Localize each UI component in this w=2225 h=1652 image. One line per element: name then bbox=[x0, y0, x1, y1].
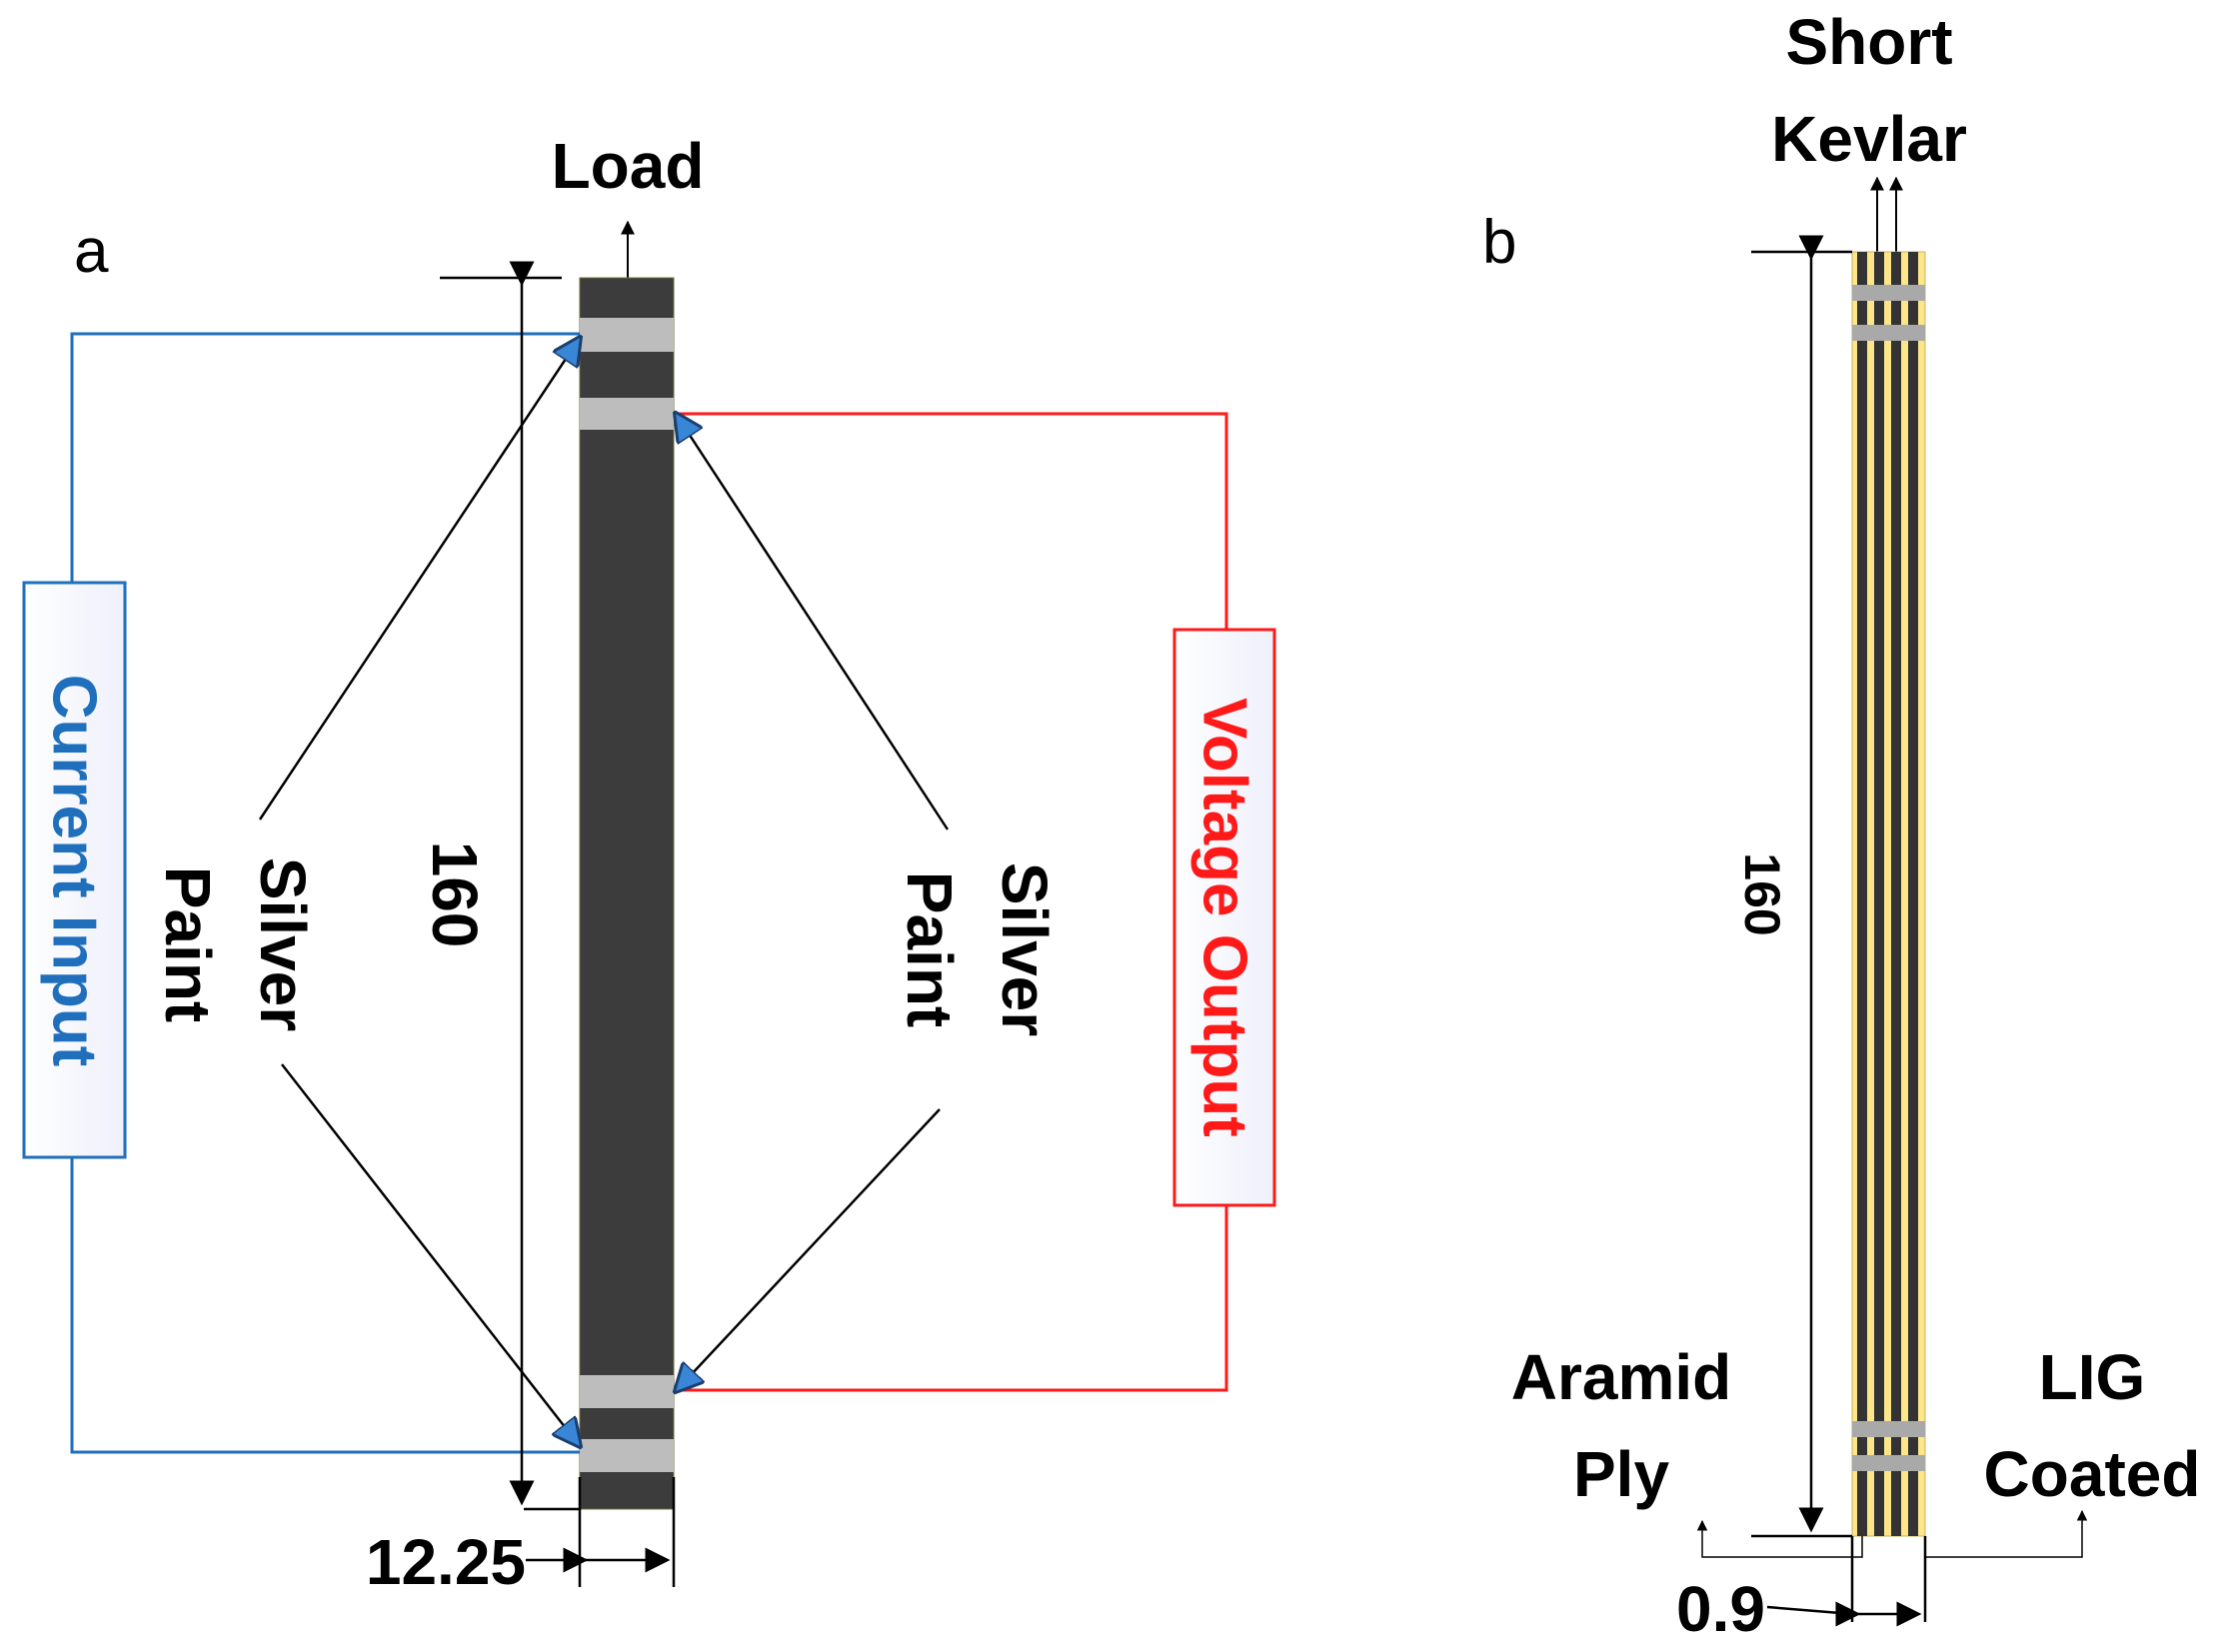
laminate-layer-2 bbox=[1874, 252, 1884, 1536]
aramid-leader bbox=[1696, 1519, 1863, 1558]
pointer-right-bottom bbox=[676, 1108, 941, 1391]
silver-band-top-2 bbox=[580, 398, 674, 430]
silver-band-bottom-1 bbox=[580, 1375, 674, 1408]
length-dim-label: 160 bbox=[419, 841, 491, 948]
current-input-label: Current Input bbox=[40, 675, 109, 1067]
laminate-band-bottom-2 bbox=[1852, 1455, 1925, 1471]
panel-b: b Short Kevlar 160 Aramid Ply LIG Coated bbox=[1482, 6, 2200, 1645]
b-length-dim-label: 160 bbox=[1734, 852, 1790, 935]
thickness-dim-leader bbox=[1766, 1605, 1853, 1616]
silver-paint-right-line1: Silver bbox=[989, 862, 1061, 1036]
silver-paint-right-line2: Paint bbox=[894, 871, 966, 1027]
panel-b-letter: b bbox=[1482, 208, 1516, 277]
silver-band-top-1 bbox=[580, 318, 674, 352]
voltage-output-box bbox=[1172, 628, 1276, 1207]
laminate-layer-3 bbox=[1891, 252, 1901, 1536]
aramid-label-line1: Aramid bbox=[1511, 1341, 1732, 1413]
pointer-left-top bbox=[258, 338, 580, 821]
short-label: Short bbox=[1785, 6, 1952, 78]
load-label: Load bbox=[552, 130, 705, 202]
silver-paint-left-line2: Paint bbox=[152, 866, 224, 1022]
width-dim-label: 12.25 bbox=[366, 1526, 526, 1598]
panel-a: a Load Current Input Voltage Output Silv… bbox=[22, 130, 1276, 1598]
voltage-wire-top bbox=[674, 412, 1228, 630]
silver-paint-left-line1: Silver bbox=[247, 857, 319, 1031]
pointer-left-bottom bbox=[281, 1063, 580, 1446]
kevlar-label: Kevlar bbox=[1771, 103, 1967, 175]
panel-a-letter: a bbox=[74, 217, 109, 286]
lig-leader bbox=[1924, 1509, 2088, 1558]
laminate-band-bottom-1 bbox=[1852, 1421, 1925, 1437]
current-wire-top bbox=[70, 332, 580, 583]
aramid-label-line2: Ply bbox=[1573, 1438, 1669, 1510]
lig-label-line1: LIG bbox=[2039, 1341, 2146, 1413]
laminate-band-top-1 bbox=[1852, 285, 1925, 301]
pointer-right-top bbox=[676, 414, 950, 830]
laminate-band-top-2 bbox=[1852, 325, 1925, 341]
voltage-output-label: Voltage Output bbox=[1190, 698, 1259, 1137]
laminate-layer-1 bbox=[1857, 252, 1867, 1536]
laminate-layer-4 bbox=[1908, 252, 1918, 1536]
current-input-box bbox=[22, 581, 127, 1159]
voltage-wire-bottom bbox=[674, 1205, 1228, 1392]
silver-band-bottom-2 bbox=[580, 1439, 674, 1472]
specimen-strip bbox=[579, 277, 675, 1510]
lig-label-line2: Coated bbox=[1984, 1438, 2201, 1510]
thickness-dim-label: 0.9 bbox=[1676, 1573, 1765, 1645]
current-wire-bottom bbox=[70, 1157, 580, 1454]
